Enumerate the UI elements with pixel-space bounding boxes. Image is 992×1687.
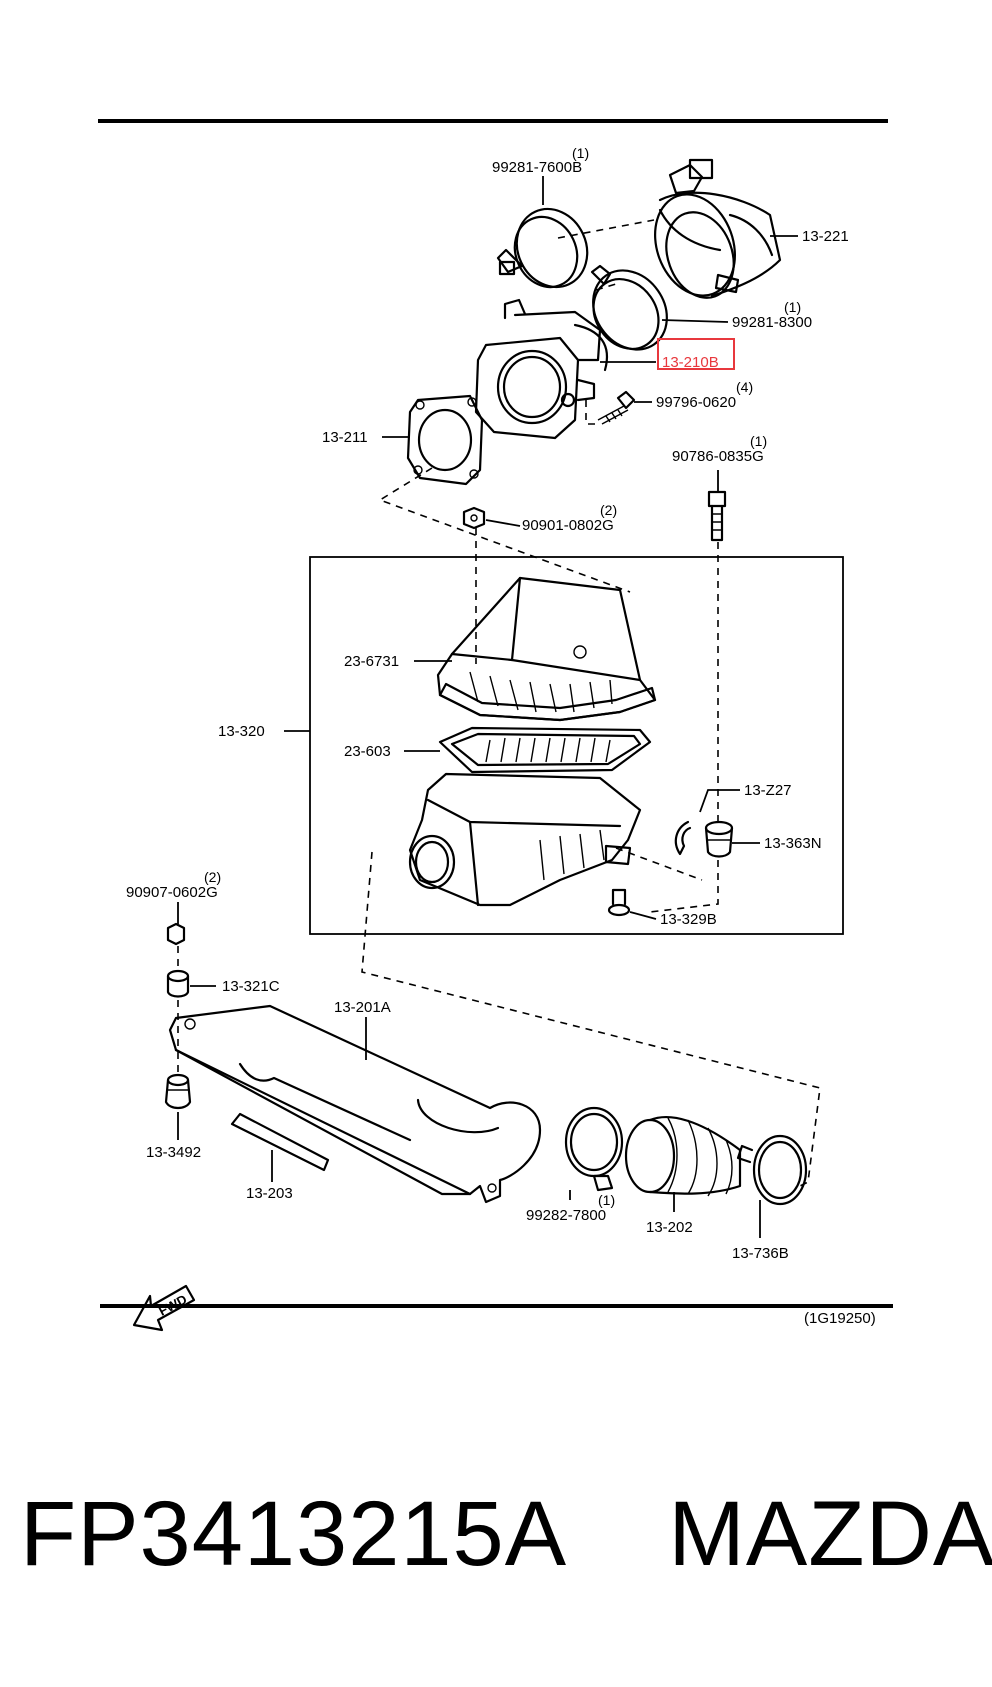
label-13-203: 13-203: [246, 1185, 293, 1202]
qty-99281-7600B: (1): [572, 145, 589, 161]
highlight-box-13-210B: [657, 338, 735, 370]
nut-90901-0802G: [462, 506, 486, 530]
diagram-code: (1G19250): [804, 1310, 876, 1327]
mount-13-3492: [164, 1073, 192, 1110]
label-13-321C: 13-321C: [222, 978, 280, 995]
label-99796-0620: 99796-0620: [656, 394, 736, 411]
clamp-99281-7600B: [496, 207, 589, 289]
air-cleaner-assembly-frame: [309, 556, 844, 935]
label-90786-0835G: 90786-0835G: [672, 448, 764, 465]
qty-99796-0620: (4): [736, 379, 753, 395]
part-labels: (1) 99281-7600B 13-221 (1) 99281-8300 13…: [126, 145, 876, 1327]
label-13-Z27: 13-Z27: [744, 782, 792, 799]
clamp-99281-8300: [590, 264, 668, 351]
label-13-201A: 13-201A: [334, 999, 391, 1016]
air-cleaner-case: [408, 772, 642, 907]
label-23-6731: 23-6731: [344, 653, 399, 670]
label-13-736B: 13-736B: [732, 1245, 789, 1262]
nut-90907-0602G: [166, 922, 186, 946]
label-99282-7800: 99282-7800: [526, 1207, 606, 1224]
throttle-body-13-210B: [474, 298, 609, 440]
label-13-221: 13-221: [802, 228, 849, 245]
label-99281-8300: 99281-8300: [732, 314, 812, 331]
part-number-caption: FP3413215A MAZDA: [20, 1474, 992, 1594]
air-hose-13-202: [624, 1116, 742, 1197]
leader-lines: [177, 176, 798, 1238]
label-13-363N: 13-363N: [764, 835, 822, 852]
grommet-13-363N: [704, 820, 734, 858]
qty-99282-7800: (1): [598, 1192, 615, 1208]
air-filter-element-23-603: [438, 726, 652, 774]
gasket-13-211: [406, 394, 484, 486]
label-13-202: 13-202: [646, 1219, 693, 1236]
air-intake-duct-13-201A: [168, 1004, 542, 1204]
clip-13-Z27: [674, 820, 692, 856]
label-13-211: 13-211: [322, 429, 368, 446]
assembly-dashed-lines: [177, 219, 821, 1187]
part-number: FP3413215A: [20, 1483, 563, 1585]
bolt-13-329B: [607, 888, 631, 917]
air-flow-sensor-13-221: [654, 158, 782, 299]
label-13-320: 13-320: [218, 723, 265, 740]
label-13-210B: 13-210B: [662, 354, 719, 371]
clamp-99282-7800: [564, 1106, 624, 1192]
grommet-13-321C: [166, 969, 190, 998]
label-23-603: 23-603: [344, 743, 391, 760]
label-13-3492: 13-3492: [146, 1144, 201, 1161]
brand-name: MAZDA: [668, 1483, 992, 1585]
bolt-99796-0620: [597, 390, 636, 425]
label-99281-7600B: 99281-7600B: [492, 159, 582, 176]
air-cleaner-cover-23-6731: [436, 576, 657, 722]
caption-gap: [562, 1483, 668, 1585]
qty-90901-0802G: (2): [600, 502, 617, 518]
clamp-13-736B: [736, 1134, 808, 1206]
qty-90786-0835G: (1): [750, 433, 767, 449]
qty-90907-0602G: (2): [204, 869, 221, 885]
label-90907-0602G: 90907-0602G: [126, 884, 218, 901]
label-90901-0802G: 90901-0802G: [522, 517, 614, 534]
bolt-90786-0835G: [707, 490, 727, 542]
label-13-329B: 13-329B: [660, 911, 717, 928]
seal-strip-13-203: [230, 1112, 330, 1172]
qty-99281-8300: (1): [784, 299, 801, 315]
fwd-label: FWD: [156, 1292, 189, 1319]
